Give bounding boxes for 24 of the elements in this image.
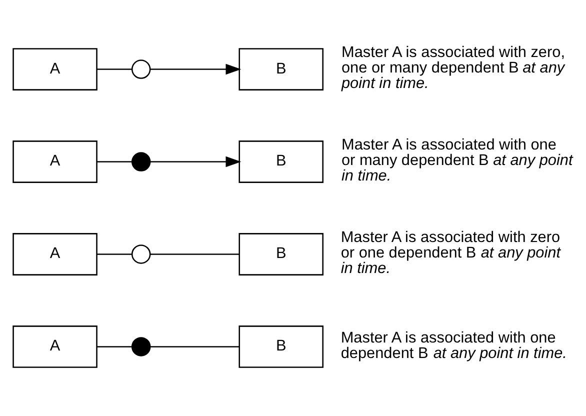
node-label: Master A is associated with zero, one or many dependent B at any point in time. xyxy=(341,44,565,92)
node-circle xyxy=(131,337,151,356)
node-box: A xyxy=(12,326,98,368)
connector xyxy=(150,254,240,255)
node-box: B xyxy=(238,140,324,183)
node-circle xyxy=(131,152,151,172)
arrow xyxy=(150,156,242,168)
node-label: Master A is associated with one dependent B at any point in time. xyxy=(340,329,567,362)
connector xyxy=(97,346,132,348)
node-box: A xyxy=(12,48,98,90)
node-circle xyxy=(131,244,151,264)
node-box: B xyxy=(238,326,324,368)
connector xyxy=(97,68,132,70)
node-box: B xyxy=(238,48,324,90)
arrow xyxy=(150,64,242,75)
node-box: B xyxy=(238,233,324,276)
connector xyxy=(150,346,240,348)
node-circle xyxy=(131,60,151,79)
connector xyxy=(97,254,132,255)
node-label: Master A is associated with zero or one dependent B at any point in time. xyxy=(340,229,561,277)
node-box: A xyxy=(12,140,98,183)
connector xyxy=(97,161,132,162)
node-label: Master A is associated with one or many dependent B at any point in time. xyxy=(341,136,573,185)
node-box: A xyxy=(12,233,98,276)
